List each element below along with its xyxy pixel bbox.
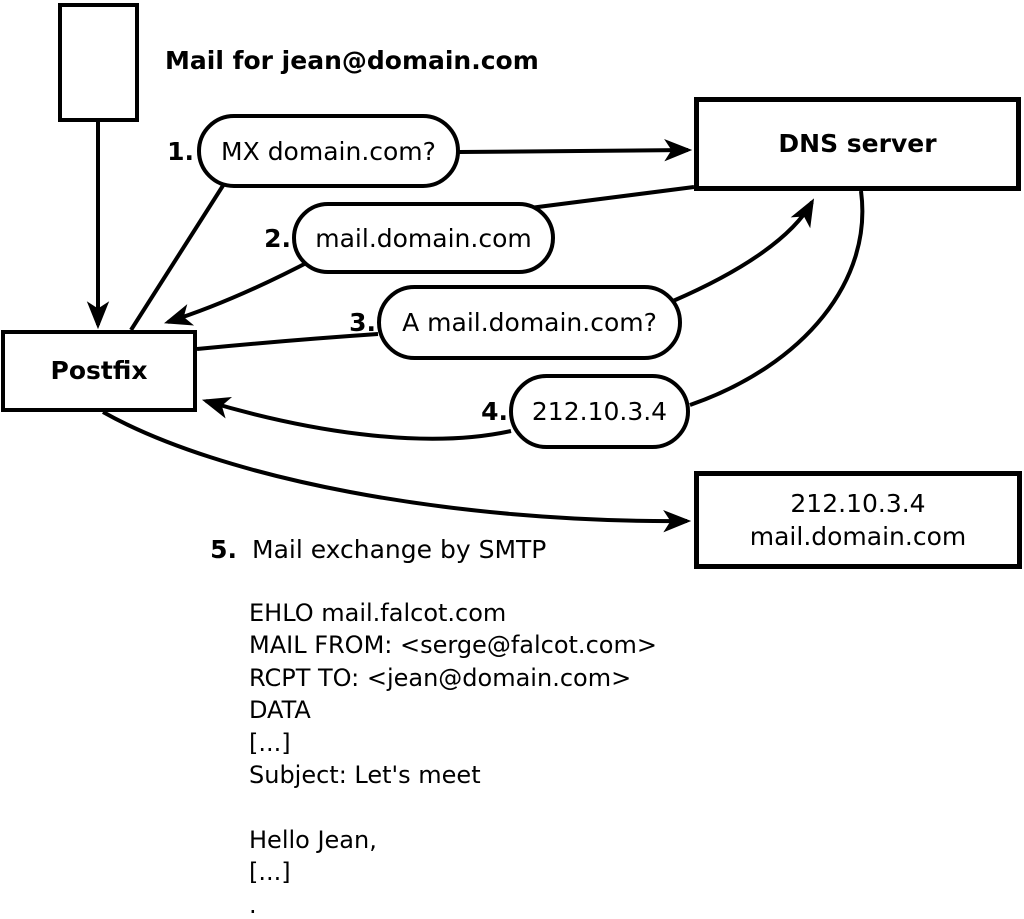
step-2-number: 2. [264, 224, 291, 253]
arrow-a-query-to-dns [672, 198, 815, 303]
connector-postfix-to-a-query [196, 332, 379, 351]
step-3-pill-a-query: A mail.domain.com? [377, 285, 682, 360]
postfix-box: Postfix [1, 330, 197, 412]
mail-server-box: 212.10.3.4 mail.domain.com [694, 471, 1022, 569]
mail-message-box [58, 3, 139, 122]
connector-postfix-to-mx-query [129, 182, 226, 332]
step-2-pill-mx-response: mail.domain.com [292, 202, 555, 274]
step-1-number: 1. [167, 137, 194, 166]
step-5-label: Mail exchange by SMTP [252, 535, 547, 564]
smtp-line: EHLO mail.falcot.com [249, 599, 507, 627]
smtp-transcript: EHLO mail.falcot.com MAIL FROM: <serge@f… [249, 597, 657, 919]
smtp-line: RCPT TO: <jean@domain.com> [249, 663, 632, 692]
step-4-pill-a-response: 212.10.3.4 [509, 374, 690, 449]
dns-server-box: DNS server [694, 97, 1021, 191]
smtp-line: [...] [249, 858, 291, 887]
smtp-line: Subject: Let's meet [249, 760, 481, 789]
arrow-mx-response-to-postfix [163, 257, 315, 326]
mail-server-ip: 212.10.3.4 [790, 489, 926, 518]
arrow-mx-query-to-dns [458, 139, 693, 162]
smtp-line: . [249, 890, 257, 919]
smtp-line: MAIL FROM: <serge@falcot.com> [249, 631, 657, 660]
smtp-line: DATA [249, 696, 311, 725]
diagram-title: Mail for jean@domain.com [165, 46, 539, 75]
step-5-number: 5. [210, 535, 237, 564]
step-3-label: A mail.domain.com? [402, 308, 657, 337]
step-3-number: 3. [349, 308, 376, 337]
step-1-label: MX domain.com? [221, 136, 436, 166]
mail-server-hostname: mail.domain.com [749, 522, 967, 551]
dns-server-label: DNS server [778, 129, 937, 158]
connector-dns-to-a-response [689, 190, 865, 407]
postfix-label: Postfix [50, 356, 148, 385]
step-1-pill-mx-query: MX domain.com? [197, 114, 460, 188]
connector-dns-to-mx-response [529, 185, 695, 210]
step-4-label: 212.10.3.4 [531, 397, 668, 426]
step-2-label: mail.domain.com [315, 223, 532, 253]
smtp-line: [...] [249, 728, 291, 757]
arrow-postfix-to-mailserver-smtp [102, 410, 692, 533]
step-4-number: 4. [481, 397, 508, 426]
smtp-line: Hello Jean, [249, 825, 377, 854]
arrow-a-response-to-postfix [201, 397, 512, 441]
